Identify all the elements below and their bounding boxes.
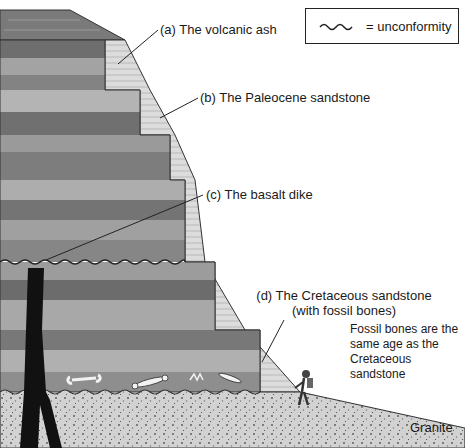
legend-text: = unconformity xyxy=(366,19,458,34)
unconformity-line xyxy=(0,260,185,264)
callout-label: (d) The Cretaceous sandstone (with fossi… xyxy=(250,288,438,318)
top-surface xyxy=(0,10,125,40)
top-stripe xyxy=(4,30,100,31)
callout-label: (a) The volcanic ash xyxy=(160,22,300,37)
top-stripe xyxy=(8,20,80,21)
callout-label: Fossil bones are the same age as the Cre… xyxy=(350,322,465,382)
fossil-bones xyxy=(68,372,242,389)
callout-label: (c) The basalt dike xyxy=(206,187,356,202)
basalt-dike xyxy=(20,268,62,448)
granite-basement xyxy=(0,390,465,448)
legend-box: = unconformity xyxy=(305,8,459,44)
geologist-figure xyxy=(295,370,313,405)
callout-label: Granite xyxy=(410,420,465,435)
callout-label: (b) The Paleocene sandstone xyxy=(200,90,390,105)
unconformity-legend-sample xyxy=(318,17,358,37)
